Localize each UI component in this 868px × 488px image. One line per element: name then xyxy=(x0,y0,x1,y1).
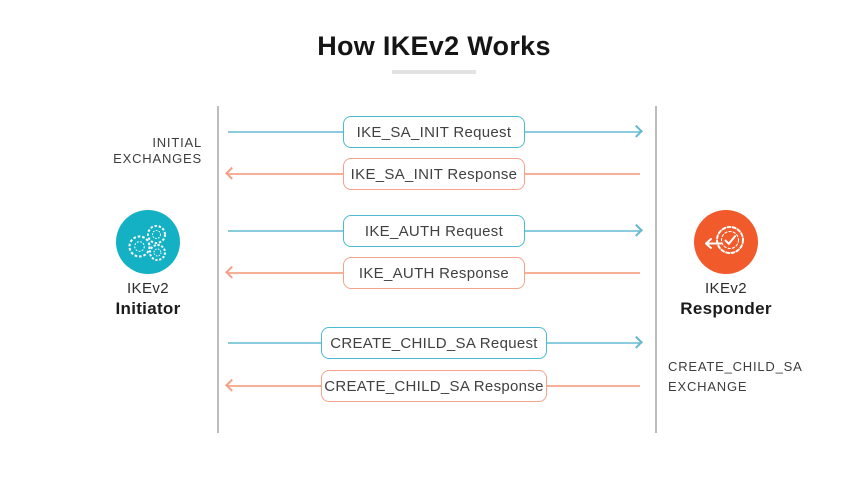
page-title: How IKEv2 Works xyxy=(317,31,551,61)
arrow-left-icon xyxy=(225,378,238,392)
arrow-right-icon xyxy=(630,223,643,237)
message-label: IKE_AUTH Request xyxy=(364,222,504,240)
responder-name: IKEv2 xyxy=(704,280,748,297)
responder-role: Responder xyxy=(680,299,772,318)
arrow-line xyxy=(525,131,640,133)
message-row-create-child-sa-response: CREATE_CHILD_SA Response xyxy=(225,370,640,402)
arrow-right-icon xyxy=(630,335,643,349)
arrow-line xyxy=(228,342,321,344)
initiator-lifeline xyxy=(217,106,219,433)
message-label: IKE_AUTH Response xyxy=(358,264,510,282)
responder-lifeline xyxy=(655,106,657,433)
arrow-line xyxy=(525,230,640,232)
message-row-ike-auth-request: IKE_AUTH Request xyxy=(228,215,643,247)
message-row-create-child-sa-request: CREATE_CHILD_SA Request xyxy=(228,327,643,359)
arrow-left-icon xyxy=(225,265,238,279)
arrow-line xyxy=(228,173,343,175)
ike-auth-response-box: IKE_AUTH Response xyxy=(343,257,525,289)
arrow-line xyxy=(525,173,640,175)
message-row-ike-auth-response: IKE_AUTH Response xyxy=(225,257,640,289)
message-row-ike-sa-init-request: IKE_SA_INIT Request xyxy=(228,116,643,148)
arrow-line xyxy=(228,272,343,274)
message-label: IKE_SA_INIT Response xyxy=(350,165,518,183)
message-label: CREATE_CHILD_SA Response xyxy=(324,377,544,395)
verified-gear-icon xyxy=(694,210,758,274)
arrow-line xyxy=(228,131,343,133)
message-label: CREATE_CHILD_SA Request xyxy=(330,334,538,352)
create-child-sa-request-box: CREATE_CHILD_SA Request xyxy=(321,327,547,359)
initiator-node: IKEv2 Initiator xyxy=(96,210,200,319)
create-child-sa-exchange-label: CREATE_CHILD_SA EXCHANGE xyxy=(668,359,803,394)
ike-sa-init-response-box: IKE_SA_INIT Response xyxy=(343,158,525,190)
initiator-name: IKEv2 xyxy=(126,280,170,297)
arrow-line xyxy=(525,272,640,274)
create-child-sa-response-box: CREATE_CHILD_SA Response xyxy=(321,370,547,402)
arrow-line xyxy=(228,385,321,387)
arrow-right-icon xyxy=(630,124,643,138)
gears-icon xyxy=(116,210,180,274)
ike-sa-init-request-box: IKE_SA_INIT Request xyxy=(343,116,525,148)
arrow-line xyxy=(547,342,640,344)
responder-node: IKEv2 Responder xyxy=(674,210,778,319)
arrow-left-icon xyxy=(225,166,238,180)
arrow-line xyxy=(547,385,640,387)
title-underline xyxy=(392,70,476,74)
message-label: IKE_SA_INIT Request xyxy=(356,123,512,141)
initial-exchanges-label: INITIAL EXCHANGES xyxy=(113,135,202,166)
arrow-line xyxy=(228,230,343,232)
message-row-ike-sa-init-response: IKE_SA_INIT Response xyxy=(225,158,640,190)
ike-auth-request-box: IKE_AUTH Request xyxy=(343,215,525,247)
initiator-role: Initiator xyxy=(115,299,181,318)
